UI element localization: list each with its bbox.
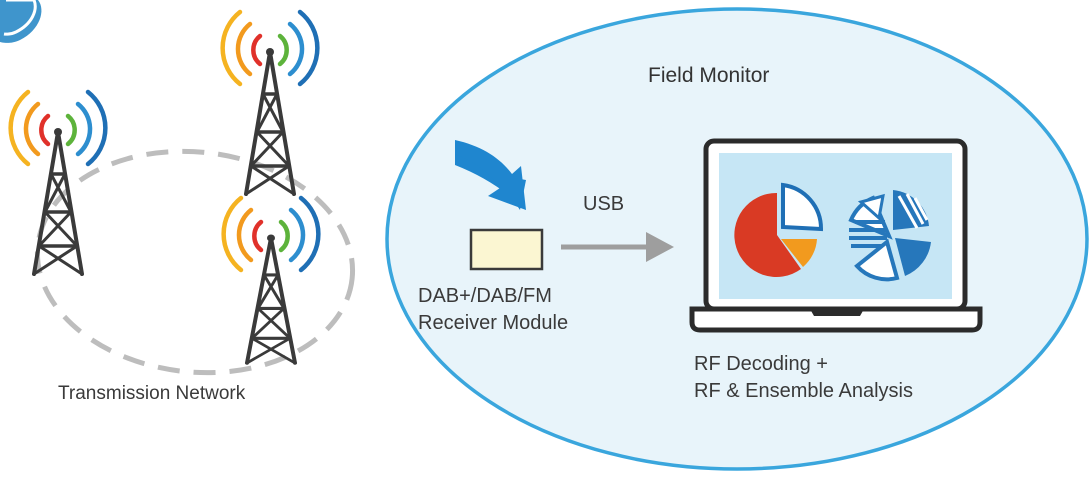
segmented-chart-icon xyxy=(848,190,931,282)
receiver-module-icon xyxy=(469,228,544,271)
network-boundary xyxy=(34,148,356,376)
insert-arrow-icon xyxy=(455,140,526,210)
corner-logo-icon xyxy=(0,0,42,43)
pie-chart-icon xyxy=(734,182,824,277)
usb-connection-arrow-icon xyxy=(561,232,674,262)
receiver-module-label: DAB+/DAB/FM Receiver Module xyxy=(418,283,568,337)
transmission-tower-bottom-icon xyxy=(224,198,319,365)
analysis-line2: RF & Ensemble Analysis xyxy=(694,380,913,402)
usb-label: USB xyxy=(583,193,625,215)
transmission-tower-top-icon xyxy=(223,12,318,196)
transmission-tower-left-icon xyxy=(11,92,106,276)
receiver-module-line2: Receiver Module xyxy=(418,312,569,334)
receiver-module-line1: DAB+/DAB/FM xyxy=(418,285,552,307)
analysis-label: RF Decoding + RF & Ensemble Analysis xyxy=(694,351,913,405)
field-monitor-title: Field Monitor xyxy=(648,64,770,87)
transmission-network-label: Transmission Network xyxy=(58,383,246,404)
analysis-line1: RF Decoding + xyxy=(694,353,828,375)
